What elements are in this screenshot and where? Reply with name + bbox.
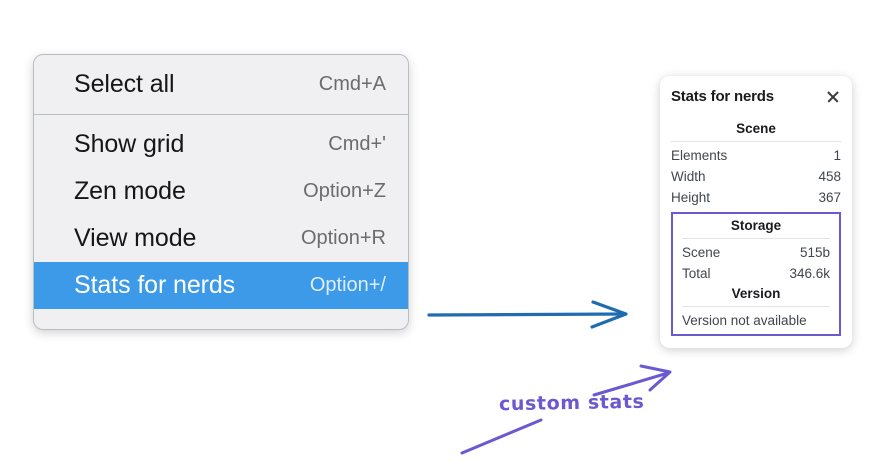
menu-item-show-grid[interactable]: Show grid Cmd+' [34, 121, 408, 168]
menu-section-2: Show grid Cmd+' Zen mode Option+Z View m… [34, 114, 408, 329]
custom-stats-annotation-label: custom stats [498, 390, 645, 416]
stat-value: 458 [818, 169, 841, 184]
menu-item-zen-mode[interactable]: Zen mode Option+Z [34, 168, 408, 215]
menu-item-label: View mode [74, 224, 197, 252]
stats-panel-inner: Stats for nerds Scene Elements 1 Width 4… [660, 88, 852, 336]
stat-row-width: Width 458 [671, 166, 841, 187]
menu-item-label: Select all [74, 70, 175, 98]
menu-item-shortcut: Option+R [300, 227, 386, 249]
menu-bottom-padding [34, 309, 408, 323]
purple-underline-stroke [460, 418, 543, 455]
stat-row-elements: Elements 1 [671, 145, 841, 166]
stats-for-nerds-panel: Stats for nerds Scene Elements 1 Width 4… [660, 76, 852, 348]
stat-label: Scene [682, 245, 721, 260]
menu-item-label: Zen mode [74, 177, 186, 205]
panel-title: Stats for nerds [671, 88, 774, 105]
version-value: Version not available [682, 313, 807, 328]
stat-row-height: Height 367 [671, 187, 841, 208]
menu-item-view-mode[interactable]: View mode Option+R [34, 215, 408, 262]
stat-label: Elements [671, 148, 728, 163]
version-section-heading: Version [731, 286, 781, 301]
section-divider [671, 141, 841, 142]
stat-row-storage-scene: Scene 515b [682, 242, 830, 263]
menu-item-shortcut: Cmd+' [328, 133, 386, 155]
section-divider [682, 238, 830, 239]
section-divider [682, 306, 830, 307]
stat-label: Total [682, 266, 711, 281]
menu-item-label: Stats for nerds [74, 271, 236, 299]
stat-label: Width [671, 169, 706, 184]
menu-item-select-all[interactable]: Select all Cmd+A [34, 61, 408, 108]
blue-arrow-to-panel [427, 300, 628, 329]
canvas-context-menu[interactable]: Select all Cmd+A Show grid Cmd+' Zen mod… [33, 54, 409, 330]
menu-section-1: Select all Cmd+A [34, 55, 408, 114]
storage-section-heading: Storage [730, 218, 782, 233]
stat-value: 346.6k [789, 266, 830, 281]
stat-label: Height [671, 190, 711, 205]
menu-item-shortcut: Cmd+A [318, 73, 386, 95]
menu-item-shortcut: Option+/ [309, 274, 386, 296]
stat-value: 367 [818, 190, 841, 205]
stat-value: 1 [833, 148, 841, 163]
menu-item-shortcut: Option+Z [303, 180, 386, 202]
scene-section-heading: Scene [736, 121, 776, 136]
stat-row-storage-total: Total 346.6k [682, 263, 830, 284]
menu-item-label: Show grid [74, 130, 185, 158]
stats-panel-header: Stats for nerds [671, 88, 841, 105]
custom-stats-highlight-box: Storage Scene 515b Total 346.6k Version … [671, 212, 841, 336]
close-icon[interactable] [825, 89, 841, 105]
stat-value: 515b [799, 245, 830, 260]
menu-item-stats-for-nerds[interactable]: Stats for nerds Option+/ [34, 262, 408, 309]
